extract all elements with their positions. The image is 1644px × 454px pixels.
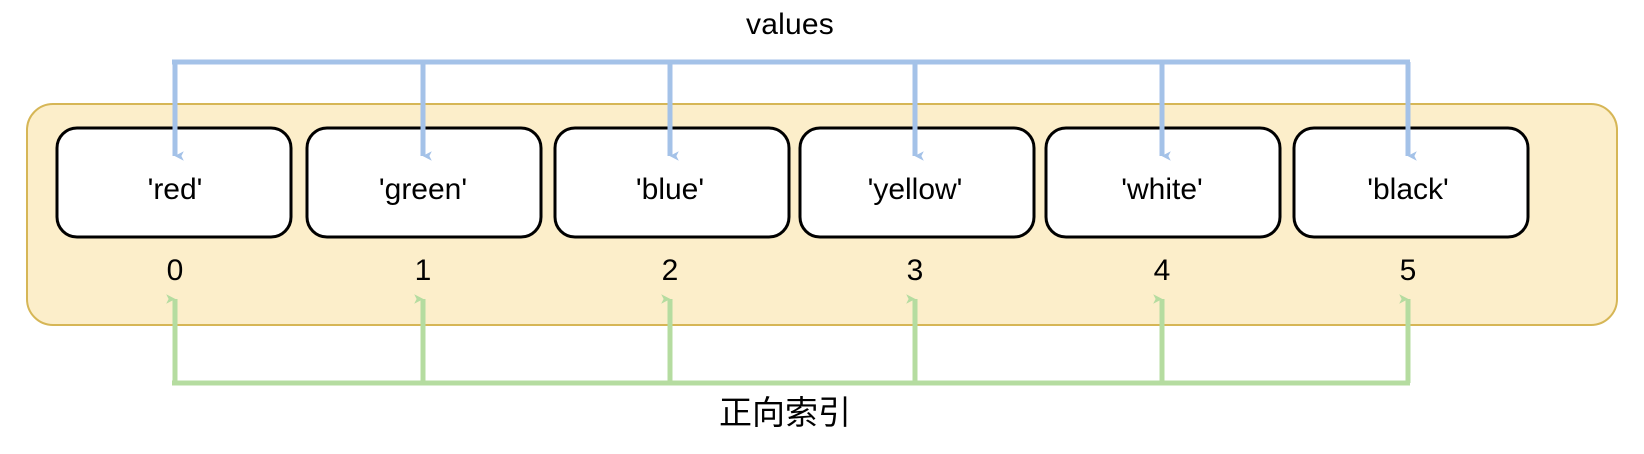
forward-index-label-text: 正向索引 [719, 394, 851, 431]
index-label-1: 1 [414, 254, 432, 287]
forward-index-label: 正向索引 [0, 386, 1644, 434]
index-label-5: 5 [1399, 254, 1417, 287]
index-connector-group [166, 294, 1411, 386]
values-connector-group [172, 59, 1417, 161]
value-text-0: 'red' [147, 173, 203, 206]
value-text-5: 'black' [1367, 173, 1449, 206]
value-text-1: 'green' [378, 173, 468, 206]
index-label-2: 2 [661, 254, 679, 287]
value-text-2: 'blue' [635, 173, 705, 206]
values-label: values [0, 8, 1644, 42]
index-label-3: 3 [906, 254, 924, 287]
value-text-3: 'yellow' [867, 173, 963, 206]
index-label-0: 0 [166, 254, 184, 287]
value-text-4: 'white' [1121, 173, 1203, 206]
index-label-4: 4 [1153, 254, 1171, 287]
value-cell-5 [1292, 126, 1530, 239]
values-label-text: values [746, 8, 834, 41]
